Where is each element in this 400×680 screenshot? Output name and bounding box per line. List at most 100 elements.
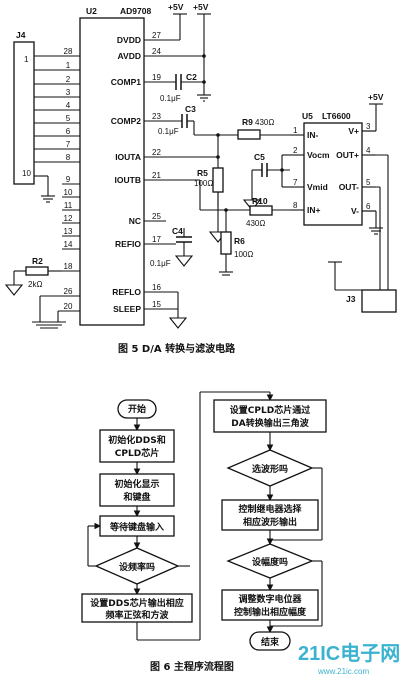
set-cpld-line2: DA转换输出三角波 bbox=[231, 417, 309, 429]
relay-box bbox=[221, 499, 319, 531]
freq-decision-label: 设频率吗 bbox=[119, 561, 155, 573]
u5-chip bbox=[303, 122, 363, 226]
r5-resistor bbox=[212, 167, 224, 193]
amp-decision-label: 设幅度吗 bbox=[252, 556, 288, 568]
u2-pin-name: SLEEP bbox=[113, 304, 141, 314]
u2-pin-number: 8 bbox=[66, 153, 71, 162]
j3-connector bbox=[361, 289, 397, 313]
c4-ref: C4 bbox=[172, 226, 183, 236]
u2-pin-number: 3 bbox=[66, 88, 71, 97]
u5-pin-name: IN- bbox=[307, 130, 319, 140]
u2-pin-number: 10 bbox=[64, 188, 73, 197]
u2-pin-number: 19 bbox=[152, 73, 161, 82]
u2-pin-number: 26 bbox=[64, 287, 73, 296]
u5-pin-name: IN+ bbox=[307, 205, 321, 215]
c5-ref: C5 bbox=[254, 152, 265, 162]
u2-pin-name: AVDD bbox=[118, 51, 141, 61]
u2-pin-number: 2 bbox=[66, 75, 71, 84]
c4-value: 0.1μF bbox=[150, 259, 171, 268]
r2-ref: R2 bbox=[32, 256, 43, 266]
u2-pin-number: 5 bbox=[66, 114, 71, 123]
set-cpld-line1: 设置CPLD芯片通过 bbox=[230, 404, 310, 416]
u2-pin-number: 25 bbox=[152, 212, 161, 221]
u2-pin-number: 28 bbox=[64, 47, 73, 56]
pot-line1: 调整数字电位器 bbox=[238, 593, 302, 605]
u5-ref: U5 bbox=[302, 111, 313, 121]
u5-pin-number: 6 bbox=[366, 202, 371, 211]
u5-pin-number: 2 bbox=[293, 146, 298, 155]
set-dds-line1: 设置DDS芯片输出相应 bbox=[90, 597, 183, 609]
u2-pin-name: REFIO bbox=[115, 239, 141, 249]
u2-pin-name: DVDD bbox=[117, 35, 141, 45]
u2-pin-number: 23 bbox=[152, 112, 161, 121]
u2-pin-number: 22 bbox=[152, 148, 161, 157]
u2-pin-number: 4 bbox=[66, 101, 71, 110]
r5-ref: R5 bbox=[197, 168, 208, 178]
init-dds-line2: CPLD芯片 bbox=[115, 447, 159, 459]
c3-ref: C3 bbox=[185, 104, 196, 114]
pot-line2: 控制输出相应幅度 bbox=[234, 606, 307, 618]
u2-pin-number: 6 bbox=[66, 127, 71, 136]
u2-pin-number: 20 bbox=[64, 302, 73, 311]
wait-key-label: 等待键盘输入 bbox=[109, 521, 164, 533]
u2-pin-number: 16 bbox=[152, 283, 161, 292]
start-label: 开始 bbox=[128, 403, 146, 415]
u5-pin-name: Vmid bbox=[307, 182, 328, 192]
r5-value: 100Ω bbox=[194, 179, 213, 188]
r6-resistor bbox=[220, 231, 232, 255]
figure5-caption: 图 5 D/A 转换与滤波电路 bbox=[118, 342, 236, 355]
u5-pin-number: 3 bbox=[366, 122, 371, 131]
u2-pin-name: IOUTA bbox=[115, 152, 141, 162]
end-node bbox=[249, 631, 291, 651]
r2-resistor bbox=[25, 266, 49, 276]
u2-pin-number: 24 bbox=[152, 47, 161, 56]
u2-pin-number: 17 bbox=[152, 235, 161, 244]
u5-pin-number: 5 bbox=[366, 178, 371, 187]
pot-box bbox=[221, 589, 319, 621]
u5-pin-name: V- bbox=[351, 206, 359, 216]
u2-pin-number: 27 bbox=[152, 31, 161, 40]
j4-pin-bottom: 10 bbox=[22, 169, 31, 178]
r10-ref: R10 bbox=[252, 196, 268, 206]
u2-pin-number: 13 bbox=[64, 227, 73, 236]
c2-ref: C2 bbox=[186, 72, 197, 82]
j3-ref: J3 bbox=[346, 294, 356, 304]
r10-value: 430Ω bbox=[246, 219, 265, 228]
u2-pin-name: COMP1 bbox=[111, 77, 142, 87]
watermark-url: www.21ic.com bbox=[317, 667, 369, 676]
r6-ref: R6 bbox=[234, 236, 245, 246]
r9-ref: R9 bbox=[242, 117, 253, 127]
set-dds-line2: 频率正弦和方波 bbox=[105, 609, 169, 621]
u2-pin-number: 11 bbox=[64, 201, 73, 210]
u2-pin-number: 15 bbox=[152, 300, 161, 309]
flowchart: 开始 初始化DDS和 CPLD芯片 初始化显示 和键盘 等待键盘输入 设频率吗 … bbox=[81, 391, 327, 651]
c2-value: 0.1μF bbox=[160, 94, 181, 103]
u2-pin-number: 7 bbox=[66, 140, 71, 149]
u2-pin-number: 9 bbox=[66, 175, 71, 184]
u2-pin-number: 12 bbox=[64, 214, 73, 223]
u5-pin-number: 7 bbox=[293, 178, 298, 187]
u5-pin-name: Vocm bbox=[307, 150, 330, 160]
init-display-line2: 和键盘 bbox=[122, 491, 150, 503]
u2-pin-name: NC bbox=[129, 216, 141, 226]
c3-value: 0.1μF bbox=[158, 127, 179, 136]
u2-pin-number: 14 bbox=[64, 240, 73, 249]
r6-value: 100Ω bbox=[234, 250, 253, 259]
relay-line2: 相应波形输出 bbox=[243, 516, 297, 528]
relay-line1: 控制继电器选择 bbox=[238, 503, 302, 515]
r2-value: 2kΩ bbox=[28, 280, 42, 289]
init-display-box bbox=[99, 473, 175, 507]
u2-pin-name: IOUTB bbox=[115, 175, 141, 185]
u5-pin-number: 4 bbox=[366, 146, 371, 155]
u5-pin-name: V+ bbox=[348, 126, 359, 136]
watermark-logo: 21IC电子网 bbox=[298, 642, 400, 665]
u2-pin-number: 18 bbox=[64, 262, 73, 271]
j4-ref: J4 bbox=[16, 30, 26, 40]
u2-pin-number: 21 bbox=[152, 171, 161, 180]
r10-resistor bbox=[249, 205, 273, 216]
wave-decision-label: 选波形吗 bbox=[252, 463, 288, 475]
init-dds-line1: 初始化DDS和 bbox=[108, 434, 165, 446]
j4-pin-top: 1 bbox=[24, 55, 29, 64]
u2-part: AD9708 bbox=[120, 6, 151, 16]
